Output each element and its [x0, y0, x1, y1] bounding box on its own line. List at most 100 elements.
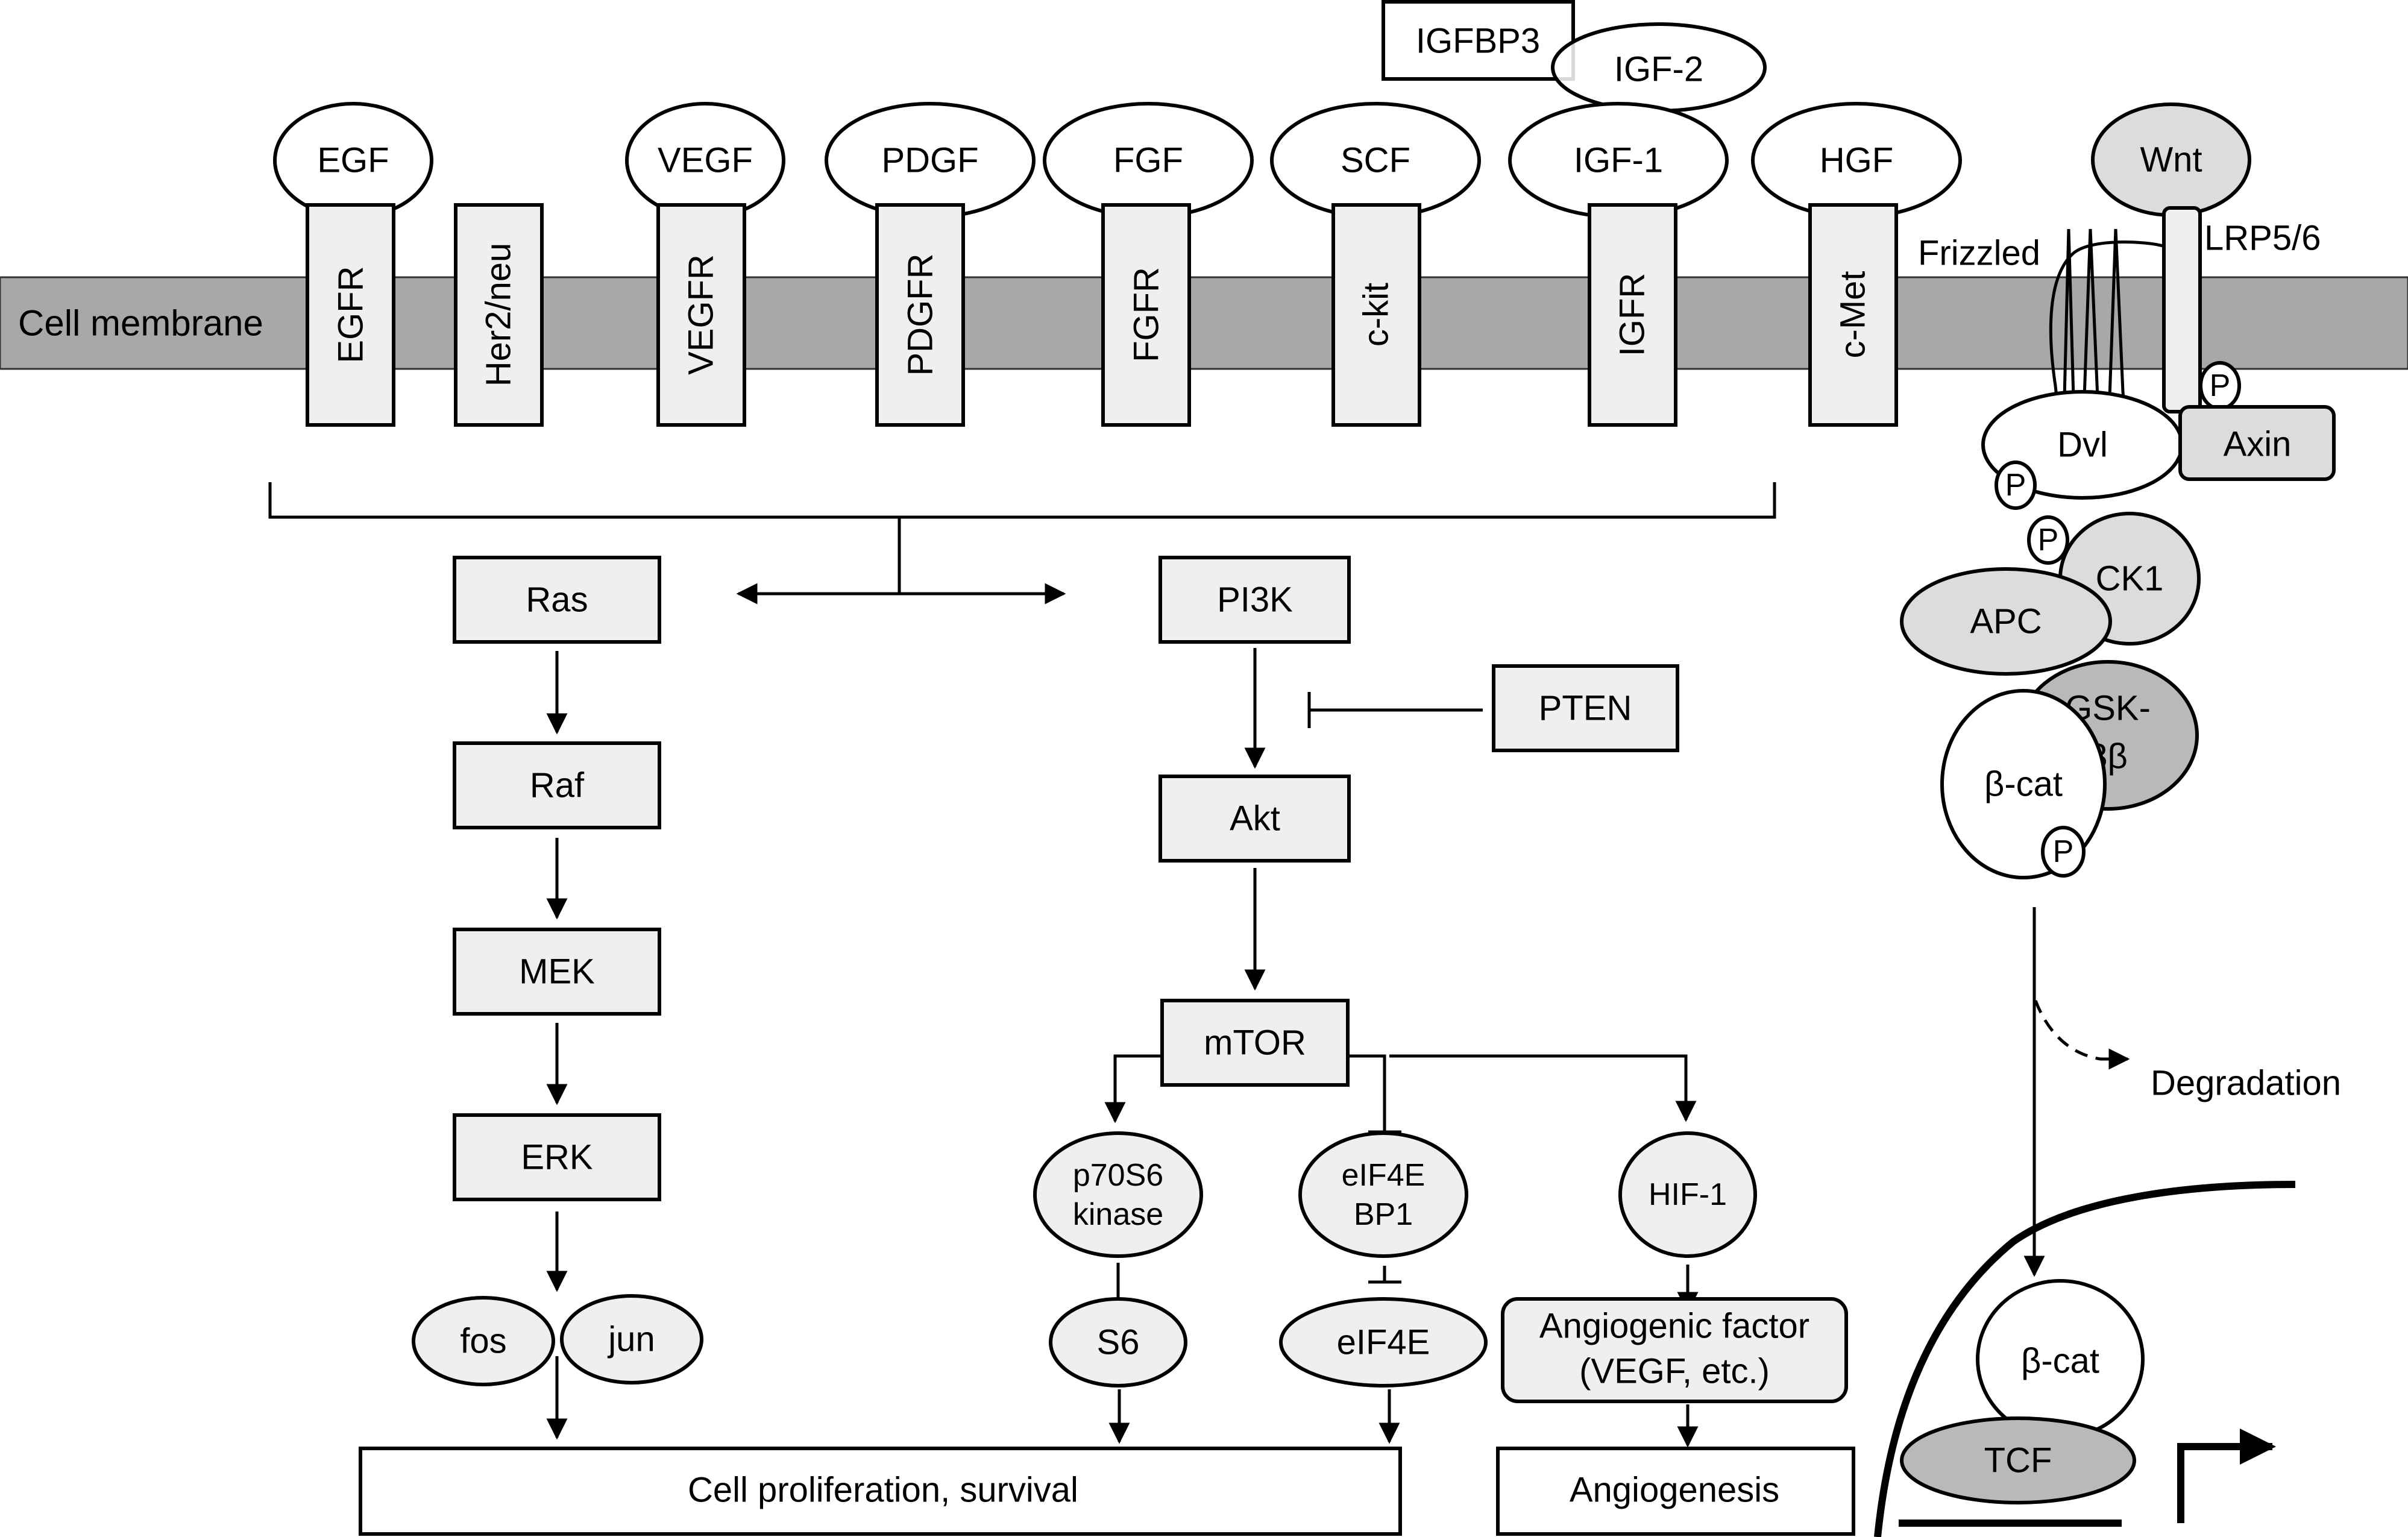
hif1-label: HIF-1: [1649, 1177, 1727, 1212]
receptor-igfr[interactable]: IGFR: [1588, 203, 1677, 427]
node-fos[interactable]: fos: [412, 1296, 555, 1386]
outcome-proliferation[interactable]: Cell proliferation, survival: [359, 1447, 1402, 1536]
arrow-mtor-hif1: [1389, 1054, 1697, 1122]
cell-membrane: [0, 276, 2408, 370]
lrp56-receptor[interactable]: [2162, 206, 2202, 413]
receptor-bracket: [268, 482, 1776, 594]
receptor-egfr[interactable]: EGFR: [306, 203, 395, 427]
receptor-vegfr[interactable]: VEGFR: [656, 203, 746, 427]
phospho-dvl: P: [1995, 460, 2037, 510]
wnt-label: Wnt: [2140, 140, 2202, 180]
eif4ebp1-line2: BP1: [1354, 1197, 1413, 1232]
ligand-wnt[interactable]: Wnt: [2091, 102, 2251, 217]
phospho-free-label: P: [2038, 523, 2059, 558]
dvl-label: Dvl: [2057, 426, 2108, 465]
phospho-dvl-label: P: [2005, 468, 2026, 503]
frizzled-label: Frizzled: [1918, 234, 2040, 273]
ligand-fgf[interactable]: FGF: [1043, 102, 1254, 219]
arrow-degradation: [2034, 1000, 2130, 1070]
node-eif4e[interactable]: eIF4E: [1279, 1297, 1488, 1388]
jun-label: jun: [607, 1320, 655, 1359]
phospho-lrp-label: P: [2210, 368, 2231, 403]
node-erk[interactable]: ERK: [453, 1113, 661, 1201]
angio-factor-line2: (VEGF, etc.): [1579, 1352, 1770, 1391]
p70s6-line2: kinase: [1073, 1197, 1163, 1232]
arrow-mtor-p70s6: [1104, 1054, 1162, 1124]
her2-label: Her2/neu: [479, 243, 518, 387]
ligand-pdgf[interactable]: PDGF: [825, 102, 1036, 219]
inhibit-pten-akt: [1307, 692, 1483, 728]
receptor-her2[interactable]: Her2/neu: [454, 203, 544, 427]
node-axin[interactable]: Axin: [2178, 405, 2336, 481]
mek-label: MEK: [519, 952, 595, 992]
node-jun[interactable]: jun: [560, 1294, 703, 1385]
node-mtor[interactable]: mTOR: [1160, 999, 1350, 1087]
phospho-lrp: P: [2199, 361, 2241, 410]
cmet-label: c-Met: [1834, 271, 1873, 359]
nuclear-bcat-label: β-cat: [2021, 1342, 2099, 1381]
angio-factor-line1: Angiogenic factor: [1539, 1307, 1809, 1346]
ras-label: Ras: [526, 580, 588, 620]
node-eif4ebp1[interactable]: eIF4E BP1: [1298, 1131, 1468, 1258]
node-tcf[interactable]: TCF: [1900, 1416, 2136, 1504]
bcat-label: β-cat: [1984, 765, 2063, 804]
akt-label: Akt: [1230, 799, 1280, 838]
lrp56-label: LRP5/6: [2204, 219, 2321, 258]
fgfr-label: FGFR: [1127, 267, 1166, 362]
igfr-label: IGFR: [1613, 273, 1652, 357]
node-akt[interactable]: Akt: [1158, 775, 1351, 863]
node-angiogenic-factor[interactable]: Angiogenic factor (VEGF, etc.): [1501, 1297, 1848, 1403]
pdgfr-label: PDGFR: [901, 254, 940, 376]
ligand-hgf[interactable]: HGF: [1751, 102, 1962, 219]
igf2-label: IGF-2: [1614, 50, 1703, 89]
nuclear-membrane: [1874, 1181, 2296, 1537]
node-ras[interactable]: Ras: [453, 556, 661, 644]
transcription-start-arrow: [2177, 1429, 2276, 1523]
egfr-label: EGFR: [332, 266, 371, 363]
proliferation-label: Cell proliferation, survival: [688, 1471, 1078, 1510]
receptor-cmet[interactable]: c-Met: [1808, 203, 1898, 427]
node-pi3k[interactable]: PI3K: [1158, 556, 1351, 644]
vegfr-label: VEGFR: [682, 254, 721, 375]
ligand-scf[interactable]: SCF: [1270, 102, 1481, 219]
phospho-bcat: P: [2041, 826, 2086, 878]
pten-label: PTEN: [1539, 689, 1632, 728]
receptor-ckit[interactable]: c-kit: [1331, 203, 1421, 427]
angiogenesis-label: Angiogenesis: [1570, 1471, 1779, 1510]
fgf-label: FGF: [1113, 141, 1183, 180]
pdgf-label: PDGF: [881, 141, 978, 180]
eif4ebp1-line1: eIF4E: [1342, 1158, 1426, 1193]
igf1-label: IGF-1: [1574, 141, 1663, 180]
eif4e-label: eIF4E: [1337, 1323, 1430, 1362]
hgf-label: HGF: [1820, 141, 1893, 180]
node-hif1[interactable]: HIF-1: [1618, 1131, 1757, 1258]
node-nuclear-bcat[interactable]: β-cat: [1976, 1279, 2145, 1439]
p70s6-line1: p70S6: [1073, 1158, 1163, 1193]
vegf-label: VEGF: [658, 141, 753, 180]
degradation-label: Degradation: [2151, 1064, 2341, 1103]
inhibit-eif4ebp1-eif4e: [1368, 1266, 1401, 1284]
cell-membrane-label: Cell membrane: [18, 303, 263, 344]
ligand-vegf[interactable]: VEGF: [625, 102, 785, 219]
mtor-label: mTOR: [1204, 1023, 1306, 1063]
ligand-igf1[interactable]: IGF-1: [1508, 102, 1729, 219]
receptor-fgfr[interactable]: FGFR: [1101, 203, 1191, 427]
scf-label: SCF: [1341, 141, 1410, 180]
node-p70s6-kinase[interactable]: p70S6 kinase: [1033, 1131, 1203, 1258]
node-s6[interactable]: S6: [1049, 1297, 1187, 1388]
node-apc[interactable]: APC: [1900, 567, 2112, 676]
outcome-angiogenesis[interactable]: Angiogenesis: [1496, 1447, 1855, 1536]
igfbp3-box[interactable]: [1382, 0, 1575, 81]
inhibit-mtor-eif4ebp1: [1348, 1054, 1401, 1134]
phospho-free: P: [2027, 515, 2069, 565]
node-pten[interactable]: PTEN: [1492, 664, 1679, 752]
node-raf[interactable]: Raf: [453, 741, 661, 829]
node-mek[interactable]: MEK: [453, 928, 661, 1016]
ck1-label: CK1: [2096, 559, 2164, 599]
raf-label: Raf: [530, 766, 585, 805]
fos-label: fos: [460, 1322, 506, 1361]
receptor-pdgfr[interactable]: PDGFR: [875, 203, 965, 427]
ligand-egf[interactable]: EGF: [273, 102, 433, 219]
pi3k-label: PI3K: [1217, 580, 1293, 620]
